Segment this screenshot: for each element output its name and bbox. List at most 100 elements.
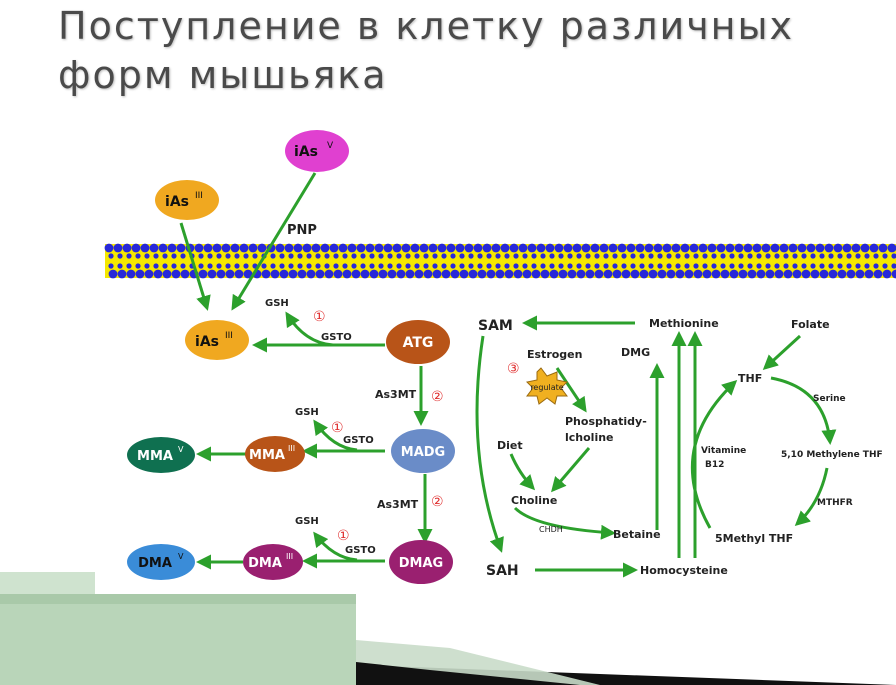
membrane-lipid-tail: [702, 263, 708, 269]
membrane-lipid-head: [576, 269, 586, 279]
label-choline: Choline: [511, 494, 557, 507]
membrane-lipid-tail: [684, 263, 690, 269]
membrane-lipid-head: [689, 243, 699, 253]
membrane-lipid-head: [518, 243, 528, 253]
node-mma-iii: MMA III: [245, 436, 305, 472]
membrane-lipid-head: [788, 243, 798, 253]
label-methionine: Methionine: [649, 317, 719, 330]
arrow-gsh-2: [313, 419, 358, 452]
membrane-lipid-tail: [333, 263, 339, 269]
membrane-lipid-head: [567, 269, 577, 279]
membrane-lipid-tail: [846, 253, 852, 259]
membrane-lipid-head: [504, 269, 514, 279]
membrane-lipid-tail: [819, 253, 825, 259]
membrane-lipid-head: [855, 269, 865, 279]
membrane-lipid-head: [531, 269, 541, 279]
membrane-lipid-head: [365, 243, 375, 253]
membrane-lipid-tail: [522, 263, 528, 269]
membrane-lipid-head: [617, 243, 627, 253]
membrane-lipid-head: [815, 243, 825, 253]
membrane-lipid-tail: [873, 253, 879, 259]
membrane-lipid-tail: [774, 263, 780, 269]
node-ias-iii-inside-label: iAs: [195, 334, 219, 350]
membrane-lipid-head: [194, 243, 204, 253]
membrane-lipid-tail: [279, 253, 285, 259]
arrow-ias-iii-in: [179, 222, 211, 311]
label-as3mt-2: As3MT: [377, 498, 419, 511]
membrane-lipid-head: [437, 243, 447, 253]
arrow-phosphatidylcholine-to-choline: [551, 447, 591, 493]
membrane-lipid-head: [347, 243, 357, 253]
arrow-ias-v-to-ias-iii: [231, 172, 317, 311]
membrane-lipid-head: [864, 269, 874, 279]
membrane-lipid-tail: [252, 253, 258, 259]
membrane-lipid-tail: [423, 263, 429, 269]
label-gsto-3: GSTO: [345, 545, 376, 556]
membrane-lipid-tail: [504, 263, 510, 269]
membrane-lipid-head: [608, 243, 618, 253]
membrane-lipid-tail: [468, 253, 474, 259]
arrow-estrogen-to-phosphatidylcholine: [555, 367, 587, 413]
node-dma-v-label: DMA: [138, 556, 172, 571]
membrane-lipid-head: [698, 243, 708, 253]
label-gsto-1: GSTO: [321, 332, 352, 343]
membrane-lipid-tail: [450, 253, 456, 259]
membrane-lipid-head: [180, 269, 190, 279]
membrane-lipid-tail: [774, 253, 780, 259]
membrane-lipid-head: [396, 269, 406, 279]
arrow-methylene-to-methyl-thf: [794, 467, 829, 527]
membrane-lipid-tail: [423, 253, 429, 259]
label-sam: SAM: [478, 318, 513, 334]
membrane-lipid-tail: [270, 263, 276, 269]
membrane-lipid-head: [419, 243, 429, 253]
membrane-lipid-tail: [864, 253, 870, 259]
membrane-lipid-head: [747, 269, 757, 279]
membrane-lipid-tail: [666, 253, 672, 259]
node-ias-iii-outside-sup: III: [195, 191, 203, 201]
membrane-lipid-head: [356, 243, 366, 253]
membrane-lipid-tail: [297, 263, 303, 269]
membrane-lipid-tail: [279, 263, 285, 269]
membrane-lipid-tail: [837, 253, 843, 259]
membrane-lipid-tail: [711, 263, 717, 269]
membrane-lipid-head: [144, 269, 154, 279]
membrane-lipid-tail: [756, 263, 762, 269]
membrane-lipid-tail: [396, 263, 402, 269]
membrane-lipid-head: [707, 243, 717, 253]
membrane-lipid-tail: [414, 253, 420, 259]
membrane-lipid-head: [311, 243, 321, 253]
node-ias-v-label: iAs: [294, 144, 318, 160]
membrane-lipid-tail: [486, 263, 492, 269]
membrane-lipid-tail: [495, 253, 501, 259]
node-madg-label: MADG: [401, 445, 445, 460]
label-betaine: Betaine: [613, 528, 661, 541]
membrane-lipid-tail: [828, 263, 834, 269]
membrane-lipid-head: [216, 269, 226, 279]
membrane-lipid-head: [819, 269, 829, 279]
membrane-lipid-head: [869, 243, 879, 253]
membrane-lipid-head: [626, 243, 636, 253]
membrane-lipid-head: [387, 269, 397, 279]
membrane-lipid-head: [558, 269, 568, 279]
label-homocysteine: Homocysteine: [640, 564, 728, 577]
membrane-lipid-head: [680, 243, 690, 253]
arrow-choline-to-betaine: [513, 506, 616, 540]
membrane-lipid-tail: [639, 253, 645, 259]
membrane-lipid-head: [441, 269, 451, 279]
arrow-methyl-thf-to-thf: [691, 379, 738, 529]
membrane-lipid-head: [729, 269, 739, 279]
membrane-lipid-tail: [837, 263, 843, 269]
label-regulate: regulate: [530, 383, 563, 392]
membrane-lipid-head: [414, 269, 424, 279]
deco-green-bar-top: [0, 572, 95, 594]
membrane-lipid-head: [167, 243, 177, 253]
membrane-lipid-head: [882, 269, 892, 279]
membrane-lipid-head: [585, 269, 595, 279]
label-step-3: ③: [507, 361, 520, 377]
membrane-lipid-tail: [225, 253, 231, 259]
membrane-lipid-head: [428, 243, 438, 253]
membrane-lipid-head: [671, 243, 681, 253]
membrane-lipid-tail: [621, 263, 627, 269]
label-serine: Serine: [813, 394, 846, 404]
membrane-lipid-head: [828, 269, 838, 279]
